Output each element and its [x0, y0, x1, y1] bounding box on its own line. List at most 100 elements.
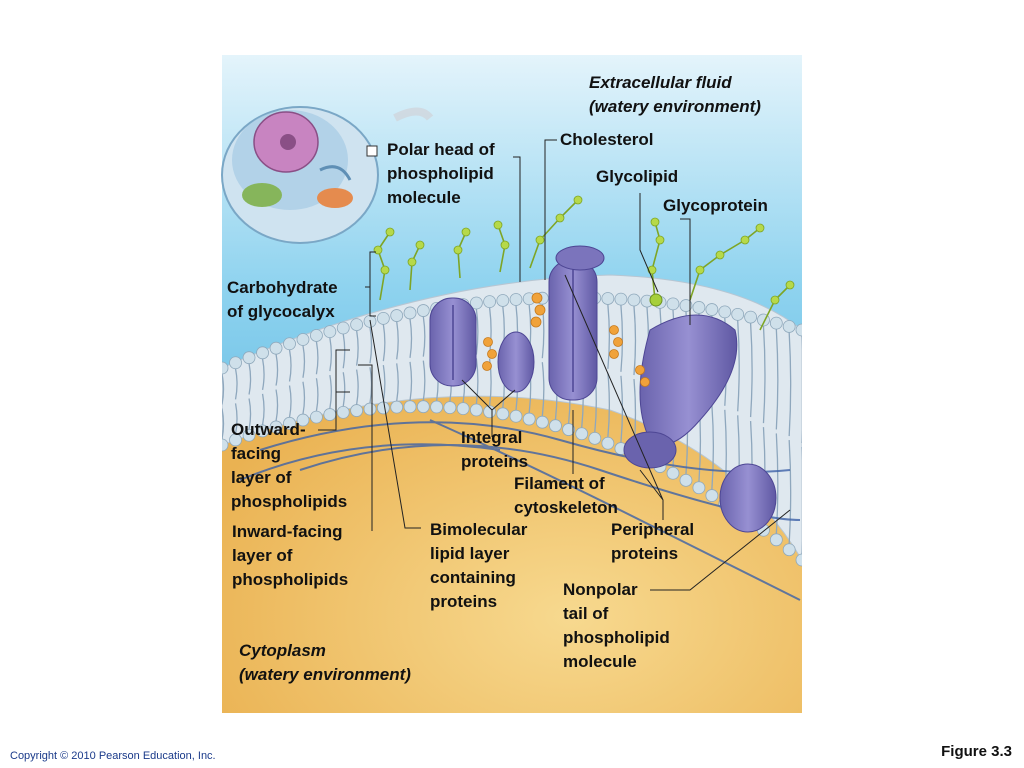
sugar-residue [650, 217, 660, 227]
phospholipid-head [336, 405, 350, 419]
label-integral-proteins: Integral proteins [461, 428, 529, 471]
phospholipid-tail [275, 354, 279, 386]
label-cytoplasm: Cytoplasm (watery environment) [239, 641, 411, 684]
sugar-residue [493, 220, 503, 230]
cholesterol-molecules [482, 292, 650, 387]
phospholipid-tail [788, 332, 792, 437]
phospholipid-head [310, 329, 323, 342]
phospholipid-head [403, 306, 417, 320]
phospholipid-head [509, 409, 523, 423]
sugar-residue [385, 227, 395, 237]
sugar-residue [461, 227, 471, 237]
phospholipid-head [296, 413, 310, 427]
phospholipid-head [283, 416, 296, 430]
figure-number: Figure 3.3 [941, 743, 1012, 760]
phospholipid-head [782, 320, 796, 333]
phospholipid-head [350, 318, 364, 331]
phospholipid-head [614, 292, 628, 306]
label-inward-facing-layer: Inward-facing layer of phospholipids [232, 522, 349, 589]
phospholipid-tail [409, 361, 413, 401]
phospholipid-tail [633, 305, 637, 376]
phospholipid-tail [234, 368, 238, 400]
phospholipid-head [222, 438, 229, 452]
phospholipid-tail [342, 372, 346, 407]
integral-protein-channel [548, 259, 598, 401]
phospholipid-head [310, 410, 323, 424]
sugar-residue [785, 280, 795, 290]
phospholipid-head [483, 405, 497, 419]
copyright-notice: Copyright © 2010 Pearson Education, Inc. [10, 750, 216, 762]
phospholipid-head [795, 553, 802, 567]
phospholipid-tail [275, 389, 279, 422]
phospholipid-head [336, 321, 350, 335]
phospholipid-head [269, 341, 283, 355]
phospholipid-tail [369, 327, 373, 364]
sugar-residue [380, 265, 390, 275]
phospholipid-tail [607, 372, 610, 438]
phospholipid-head [679, 473, 693, 487]
phospholipid-tail [737, 320, 740, 412]
phospholipid-tail [248, 398, 252, 430]
phospholipid-tail [382, 365, 386, 403]
phospholipid-head [718, 305, 732, 319]
phospholipid-head [731, 307, 745, 321]
phospholipid-tail [762, 325, 766, 424]
phospholipid-head [627, 293, 641, 307]
phospholipid-head [522, 412, 536, 426]
cell-inset-illustration [221, 106, 434, 244]
phospholipid-tail [620, 375, 624, 443]
phospholipid-head [666, 466, 680, 480]
phospholipid-tail [355, 369, 359, 405]
phospholipid-tail [396, 363, 399, 402]
sugar-residue [500, 240, 510, 250]
phospholipid-head [350, 404, 364, 417]
phospholipid-tail [788, 440, 792, 544]
phospholipid-head [509, 293, 523, 306]
phospholipid-head [549, 419, 562, 433]
phospholipid-tail [315, 378, 319, 412]
phospholipid-tail [302, 381, 306, 415]
phospholipid-head [496, 407, 510, 421]
phospholipid-head [283, 337, 296, 351]
sugar-residue [655, 235, 665, 245]
leader-lines [318, 139, 791, 591]
phospholipid-head [269, 420, 283, 434]
phospholipid-tail [409, 318, 413, 358]
phospholipid-head [588, 431, 602, 445]
phospholipid-tail [234, 403, 238, 435]
phospholipid-tail [261, 358, 265, 390]
peripheral-protein-lower [719, 463, 777, 533]
inner-phospholipid-heads [222, 400, 802, 567]
phospholipid-head [416, 400, 430, 414]
sugar-residue [647, 265, 657, 275]
phospholipid-tail [749, 323, 753, 418]
protein-top-cap [555, 245, 605, 271]
phospholipid-tail [475, 358, 479, 405]
phospholipid-tail [329, 337, 332, 372]
phospholipid-head [601, 292, 615, 305]
phospholipid-tail [382, 324, 386, 362]
phospholipid-tail [711, 404, 715, 490]
phospholipid-head [601, 436, 615, 450]
label-bimolecular-lipid-layer: Bimolecular lipid layer containing prote… [430, 520, 528, 611]
glycoprotein-body [639, 314, 738, 445]
sugar-residue [715, 250, 725, 260]
phospholipid-tail [620, 305, 624, 372]
label-glycoprotein: Glycoprotein [663, 196, 768, 215]
label-carbohydrate-glycocalyx: Carbohydrate of glycocalyx [227, 278, 338, 321]
phospholipid-head [390, 309, 404, 322]
phospholipid-tail [541, 362, 545, 417]
phospholipid-head [769, 316, 783, 330]
label-nonpolar-tail: Nonpolar tail of phospholipid molecule [563, 580, 670, 671]
phospholipid-tail [315, 341, 319, 375]
integral-protein-left [429, 297, 477, 387]
label-outward-facing-layer: Outward- facing layer of phospholipids [231, 420, 348, 511]
phospholipid-head [469, 403, 483, 417]
sugar-residue [740, 235, 750, 245]
sugar-residue [755, 223, 765, 233]
phospholipid-tail [248, 363, 252, 395]
carbohydrate-residues [373, 195, 795, 305]
sugar-residue [415, 240, 425, 250]
phospholipid-head [443, 401, 457, 415]
phospholipid-head [403, 400, 417, 414]
